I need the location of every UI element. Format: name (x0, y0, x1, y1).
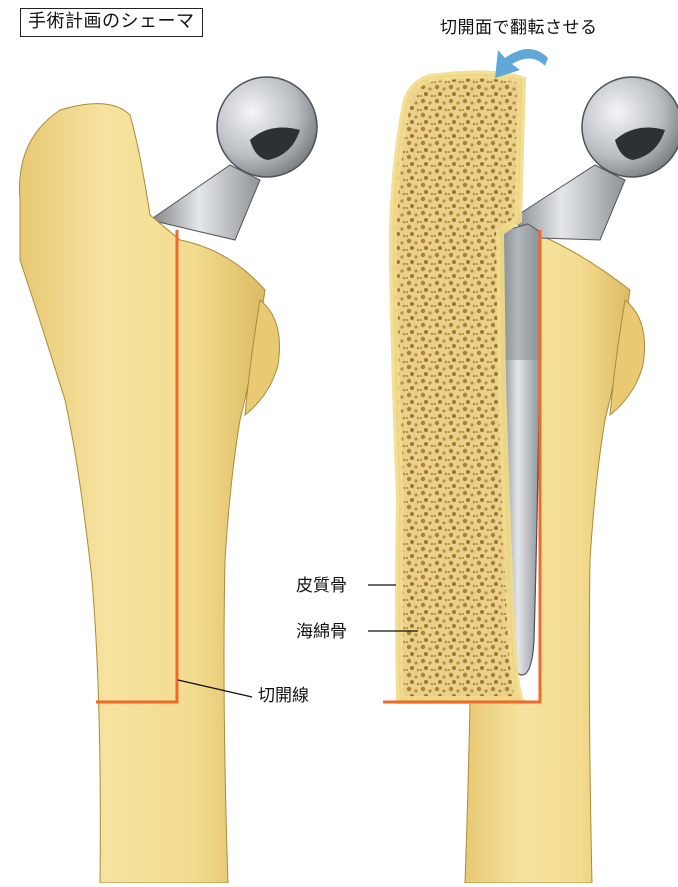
left-femur (20, 77, 318, 883)
right-femur (368, 49, 678, 883)
cancellous-bone-label: 海綿骨 (296, 622, 347, 642)
incision-line-label: 切開線 (258, 686, 309, 706)
diagram-title: 手術計画のシェーマ (20, 8, 203, 37)
right-femoral-head (582, 77, 678, 177)
cortical-bone-label: 皮質骨 (296, 576, 347, 596)
left-femoral-head (217, 77, 317, 177)
flip-label: 切開面で翻転させる (440, 18, 598, 38)
stem-collar (500, 224, 540, 360)
flip-arrow-icon (495, 49, 548, 78)
